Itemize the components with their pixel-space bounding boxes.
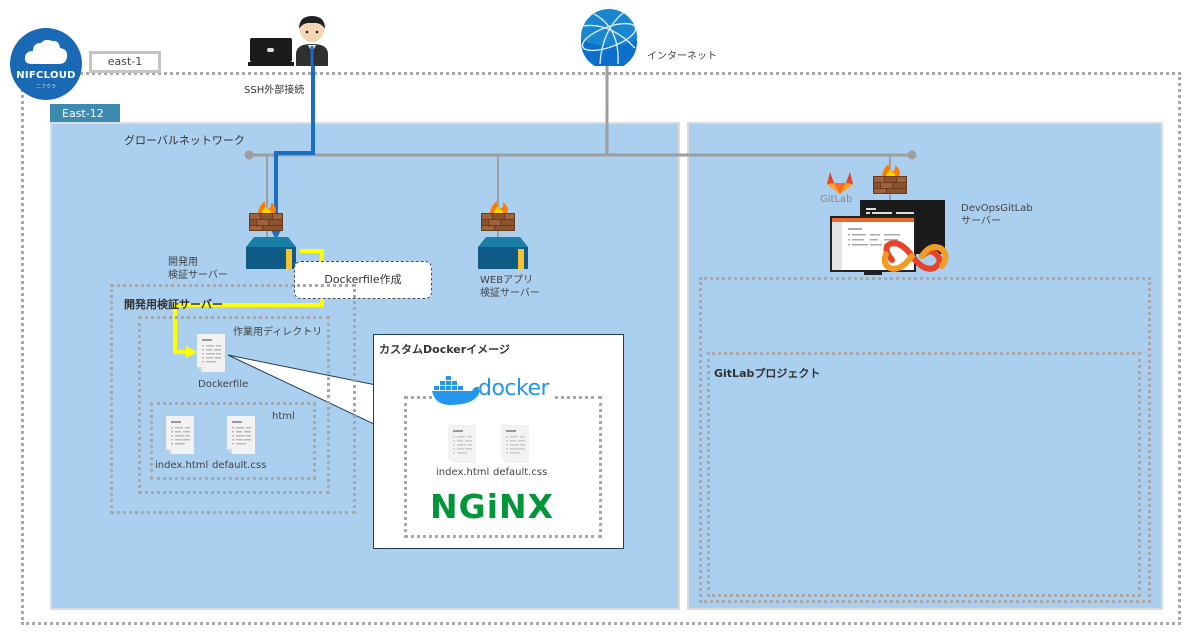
gitlab-fox-icon (827, 172, 853, 194)
bus-endpoint-right (907, 150, 917, 160)
html-directory-label: html (272, 411, 295, 422)
internet-globe (580, 8, 638, 70)
gitlab-server-label-line1: DevOpsGitLab (961, 203, 1033, 214)
dev-server-group (110, 284, 356, 514)
html-directory (150, 402, 316, 480)
zone-label-text: East-12 (62, 107, 104, 120)
gitlab-project (707, 352, 1141, 597)
laptop-icon (248, 38, 294, 66)
image-default-css-label: default.css (493, 467, 548, 478)
dev-server-group-label: 開発用検証サーバー (124, 298, 223, 311)
internet-label: インターネット (647, 51, 717, 62)
docker-wordmark: docker (478, 376, 550, 401)
default-css-icon[interactable] (227, 416, 255, 454)
ssh-connection-line (274, 60, 315, 228)
custom-image-title: カスタムDockerイメージ (379, 343, 510, 356)
region-label-text: east-1 (107, 55, 143, 68)
gitlab-server-icon[interactable] (830, 200, 960, 278)
dev-firewall-icon (248, 200, 284, 232)
work-directory (138, 316, 330, 494)
default-css-label: default.css (212, 460, 267, 471)
dockerfile-flow-arrowhead (186, 346, 197, 358)
dockerfile-label: Dockerfile (198, 379, 249, 390)
dockerfile-flow-line (173, 249, 324, 354)
web-server-label-line1: WEBアプリ (480, 275, 534, 286)
global-network-label: グローバルネットワーク (124, 134, 245, 147)
dockerfile-creation-callout: Dockerfile作成 (294, 261, 432, 299)
user-avatar-icon (294, 14, 330, 66)
zone-label: East-12 (50, 104, 120, 123)
gitlab-server-label-line2: サーバー (961, 216, 1001, 227)
work-directory-label: 作業用ディレクトリ (233, 327, 323, 338)
docker-logo: docker (432, 373, 554, 409)
dev-server-icon[interactable] (246, 237, 296, 269)
region-boundary (21, 72, 1181, 625)
gitlab-project-label: GitLabプロジェクト (714, 367, 821, 380)
nginx-logo: NGiNX (430, 487, 555, 526)
image-default-css-icon[interactable] (501, 425, 529, 463)
nifcloud-logo: NIFCLOUD ニフクラ (10, 28, 82, 100)
brand-subname: ニフクラ (35, 84, 56, 90)
region-label: east-1 (89, 51, 161, 73)
brand-name: NIFCLOUD (16, 70, 76, 81)
gitlab-server-group (699, 277, 1151, 603)
dev-server-label-line2: 検証サーバー (168, 270, 228, 281)
ssh-label: SSH外部接続 (244, 85, 305, 96)
gitlab-logo-text: GitLab (820, 194, 853, 205)
dev-server-label-line1: 開発用 (168, 257, 198, 268)
docker-whale-icon (432, 376, 480, 405)
gitlab-logo: GitLab (820, 170, 862, 208)
web-server-icon[interactable] (478, 237, 528, 269)
dockerfile-icon[interactable] (197, 334, 225, 372)
index-html-label: index.html (155, 460, 209, 471)
web-server-label-line2: 検証サーバー (480, 288, 540, 299)
cloud-icon (24, 39, 68, 64)
gitlab-firewall-icon (872, 163, 908, 195)
custom-docker-image-box: カスタムDockerイメージ docker (373, 334, 624, 549)
globe-icon (581, 9, 637, 70)
index-html-icon[interactable] (166, 416, 194, 454)
web-firewall-icon (480, 200, 516, 232)
callout-text: Dockerfile作成 (324, 273, 402, 286)
bus-endpoint-left (244, 150, 254, 160)
image-index-html-label: index.html (436, 467, 490, 478)
image-index-html-icon[interactable] (448, 425, 476, 463)
